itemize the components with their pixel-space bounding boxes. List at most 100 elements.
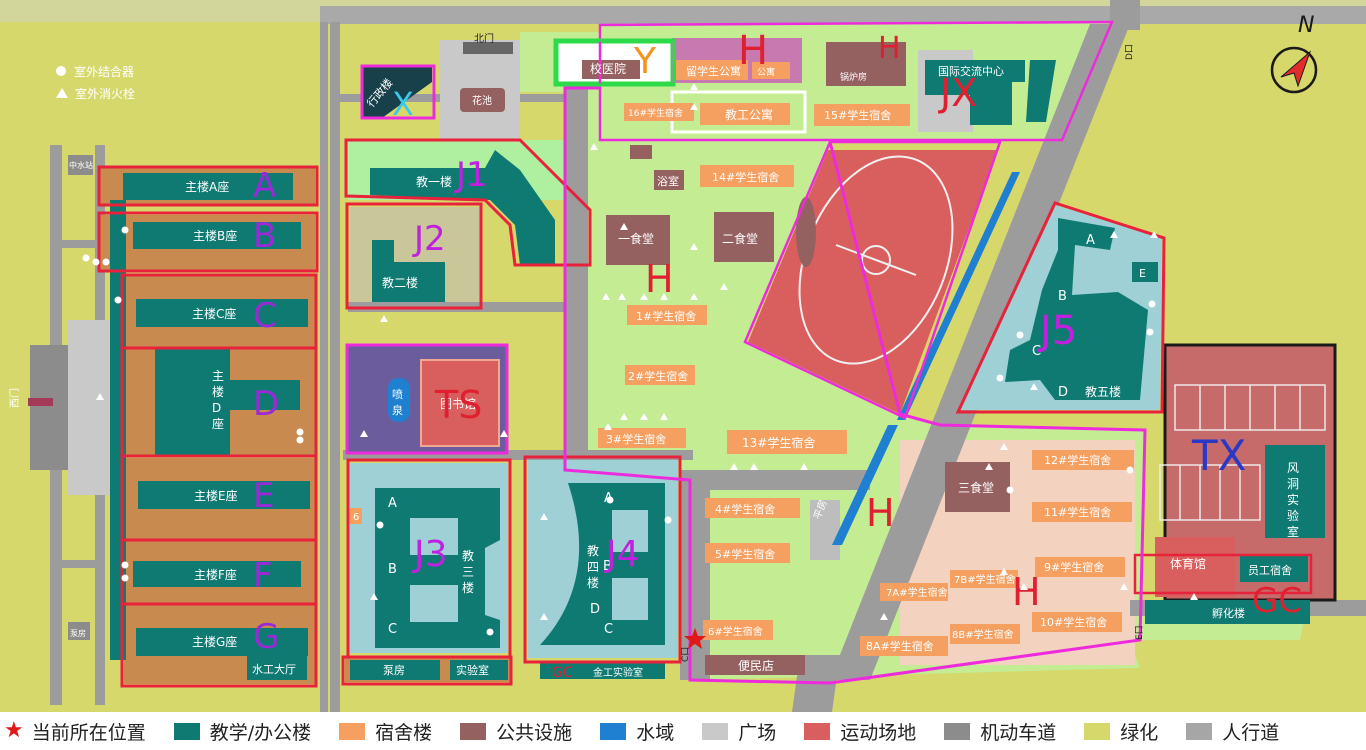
zone-gc-1: GC [1252,581,1302,621]
zone-g: G [253,617,279,657]
station-label: 中水站 [69,160,93,170]
dorm14-building [700,165,794,187]
svg-text:B: B [603,559,612,574]
zone-outlines [97,138,1313,688]
flower-label: 花池 [472,94,492,107]
zone-c: C [253,296,277,336]
legend-green-text: 绿化 [1120,721,1159,744]
wind-tunnel-label-1: 风 [1287,461,1299,475]
intl-center-wing [1026,60,1056,122]
gym-building [1155,537,1235,597]
main-d-label-1: 主 [212,369,224,383]
dorm11-label: 11#学生宿舍 [1044,505,1111,519]
lab-building [450,660,508,680]
map-canvas: 西门 北门 花池 [0,0,1366,712]
dorm8b-building [950,624,1020,644]
legend-water: 水域 [600,718,674,745]
dorm6-building [703,620,773,640]
pump-left-label: 泵房 [70,628,86,638]
lab-label: 实验室 [456,663,489,677]
map-key: 室外结合器 室外消火栓 [56,60,135,104]
wind-tunnel-label-4: 验 [1287,508,1299,523]
zone-j5: J5 [1037,308,1077,354]
zone-y: Y [633,41,657,82]
road-house [810,500,840,560]
dorm5-label: 5#学生宿舍 [715,547,775,561]
dorm1-label: 1#学生宿舍 [636,309,696,323]
main-a-building [123,173,293,200]
clinic-outline [553,38,676,87]
wind-tunnel-label-5: 室 [1287,524,1299,539]
teach4-label-1: 教 [587,543,599,558]
dorm7a-building [880,583,948,601]
admin-building [362,66,432,118]
dorm5-building [705,543,790,563]
main-c-building [136,299,308,327]
dorm16-building [624,103,694,121]
main-c-label: 主楼C座 [192,306,236,321]
gym-label: 体育馆 [1170,556,1206,571]
zone-h-5: H [1012,570,1041,614]
dorm7a-label: 7A#学生宿舍 [886,586,948,599]
main-f-building [133,561,301,587]
boiler-label: 锅炉房 [840,71,867,83]
main-d-label-4: 座 [212,416,224,431]
shop-building [705,655,805,675]
svg-text:B: B [388,562,397,577]
apartment-small-building [752,62,790,79]
center-circle [861,245,891,275]
intl-center-label: 国际交流中心 [938,64,1004,78]
dorm8a-building [860,636,948,656]
legend-dormitory-text: 宿舍楼 [375,721,433,744]
field-bump [796,197,816,267]
zone-h-4: H [866,491,895,535]
teach4-building [540,483,665,645]
svg-text:C: C [1032,344,1041,359]
zone-x: X [392,85,414,123]
water-hall-building [247,656,307,680]
main-a-label: 主楼A座 [185,179,229,194]
library-building [420,359,500,447]
staff-dorm-building [1240,556,1308,582]
teach4-label-2: 四 [587,560,599,574]
dorm4-label: 4#学生宿舍 [715,502,775,516]
zone-a: A [253,166,276,206]
west-gate-label: 西门 [8,388,21,408]
zone-tx: TX [1191,431,1246,480]
tag6-label: 6 [353,512,359,523]
teach1-building [370,150,555,265]
staff-apartment-label: 教工公寓 [725,107,773,122]
compass-label: N [1298,13,1314,38]
dorm3-building [598,428,686,448]
dorm1-building [627,305,707,325]
teach3-label-2: 三 [462,565,474,579]
canteen1-building [606,215,670,265]
teach2-building [372,240,445,302]
pump-building [350,660,440,680]
sports-swatch [804,722,831,740]
boiler-building [826,42,906,86]
zone-h-1: H [738,28,768,74]
north-gate-bar [463,42,513,54]
legend-road: 机动车道 [944,718,1056,745]
station-pad [68,155,93,175]
hydrant-triangle-icon [56,88,68,98]
legend-dormitory: 宿舍楼 [339,718,432,745]
main-g-label: 主楼G座 [192,634,237,649]
courts [1159,384,1326,521]
zone-jx: JX [938,71,977,115]
intl-center-building [925,60,1025,125]
zone-ts: TS [434,383,482,427]
teach4-label-3: 楼 [587,575,599,590]
zone-h-2: H [878,31,901,66]
key-combo-text: 室外结合器 [74,64,135,79]
north-street [320,6,1366,24]
teach1-label: 教一楼 [416,174,452,189]
zone-outlines-pink [345,20,1147,685]
legend-public-text: 公共设施 [496,721,573,744]
connector-bar [110,200,126,660]
zone-f: F [253,556,273,596]
dorm4-building [705,498,800,518]
star-icon: ★ [4,718,24,743]
